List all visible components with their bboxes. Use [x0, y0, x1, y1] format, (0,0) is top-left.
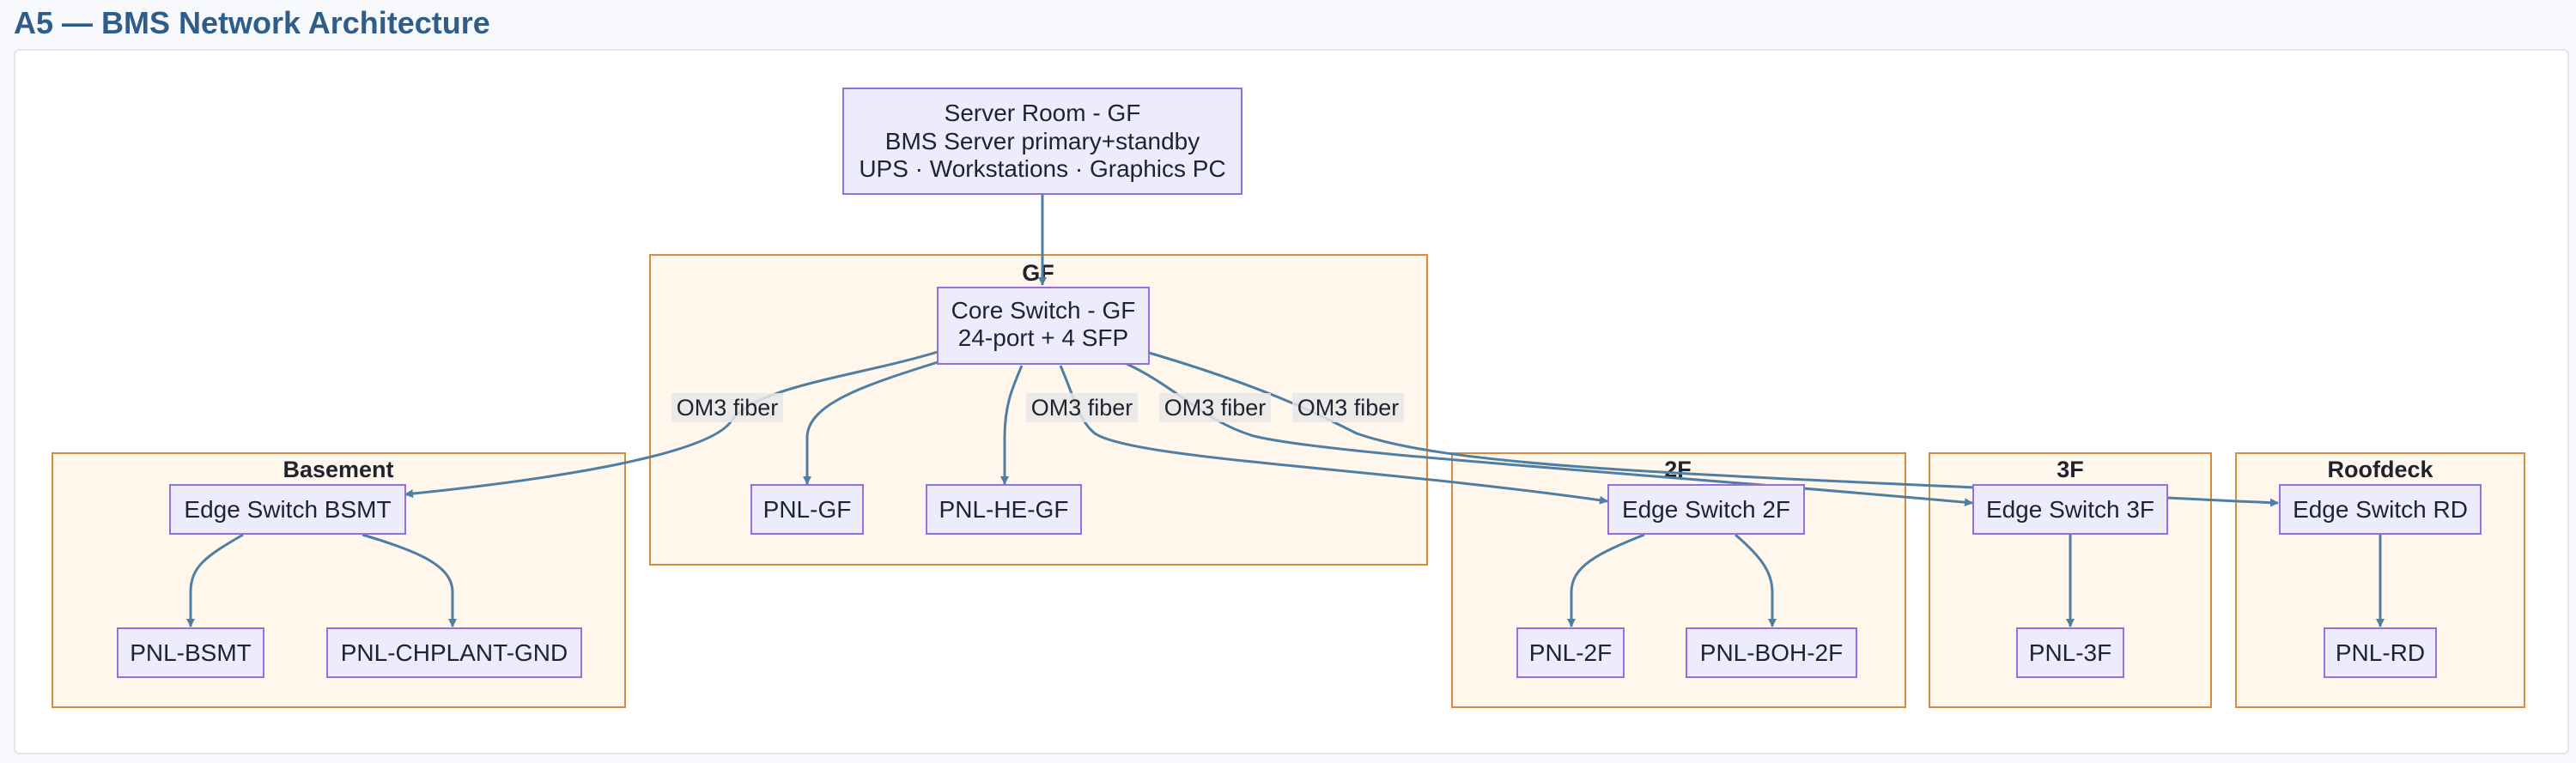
server-room-line-3: UPS · Workstations · Graphics PC — [859, 155, 1225, 182]
group-basement-label: Basement — [283, 457, 393, 482]
pnl-3f-label: PNL-3F — [2029, 639, 2111, 666]
edge-label-3f-text: OM3 fiber — [1164, 395, 1267, 421]
pnl-rd-label: PNL-RD — [2336, 639, 2425, 666]
edge-bsmt-pnl-chplant — [361, 533, 457, 627]
server-room-line-2: BMS Server primary+standby — [885, 128, 1200, 154]
edge-2f-pnl-boh-2f — [1735, 533, 1777, 627]
edge-switch-bsmt-label: Edge Switch BSMT — [184, 496, 391, 523]
edge-core-bsmt — [404, 350, 939, 499]
edge-2f-pnl-2f — [1567, 533, 1645, 627]
edge-switch-bsmt-node — [169, 484, 406, 535]
edge-label-bsmt-text: OM3 fiber — [677, 395, 779, 421]
edge-core-pnl-gf — [803, 360, 939, 485]
page-title: A5 — BMS Network Architecture — [14, 5, 490, 40]
edge-label-3f: OM3 fiber — [1159, 393, 1271, 422]
edge-label-rd-text: OM3 fiber — [1297, 395, 1400, 421]
pnl-bsmt-label: PNL-BSMT — [130, 639, 252, 666]
pnl-2f-node — [1516, 627, 1625, 678]
edge-switch-rd-node — [2279, 484, 2482, 535]
server-room-line-1: Server Room - GF — [945, 100, 1141, 126]
pnl-chplant-label: PNL-CHPLANT-GND — [341, 639, 568, 666]
pnl-2f-label: PNL-2F — [1529, 639, 1612, 666]
edge-label-bsmt: OM3 fiber — [671, 393, 783, 422]
edge-switch-2f-node — [1607, 484, 1805, 535]
pnl-boh-2f-label: PNL-BOH-2F — [1700, 639, 1843, 666]
edge-label-2f-text: OM3 fiber — [1031, 395, 1133, 421]
edge-label-rd: OM3 fiber — [1292, 393, 1404, 422]
pnl-chplant-node — [326, 627, 582, 678]
group-3f-label: 3F — [2057, 457, 2084, 482]
edge-switch-3f-node — [1972, 484, 2168, 535]
core-switch-line-1: Core Switch - GF — [951, 297, 1136, 324]
pnl-bsmt-node — [117, 627, 264, 678]
edge-switch-3f-label: Edge Switch 3F — [1986, 496, 2154, 523]
edge-label-2f: OM3 fiber — [1026, 393, 1138, 422]
edge-switch-2f-label: Edge Switch 2F — [1622, 496, 1790, 523]
core-switch-node — [937, 287, 1150, 365]
group-roofdeck-label: Roofdeck — [2327, 457, 2433, 482]
pnl-gf-node — [750, 484, 864, 535]
pnl-3f-node — [2016, 627, 2124, 678]
pnl-gf-label: PNL-GF — [763, 496, 852, 523]
core-switch-line-2: 24-port + 4 SFP — [958, 324, 1128, 351]
pnl-he-gf-node — [926, 484, 1082, 535]
pnl-rd-node — [2324, 627, 2437, 678]
edge-core-pnl-he-gf — [1000, 365, 1024, 485]
pnl-boh-2f-node — [1686, 627, 1857, 678]
group-gf-label: GF — [1022, 260, 1054, 286]
edge-bsmt-pnl-bsmt — [186, 533, 244, 627]
pnl-he-gf-label: PNL-HE-GF — [939, 496, 1069, 523]
server-room-node — [842, 88, 1242, 195]
edge-switch-rd-label: Edge Switch RD — [2293, 496, 2468, 523]
